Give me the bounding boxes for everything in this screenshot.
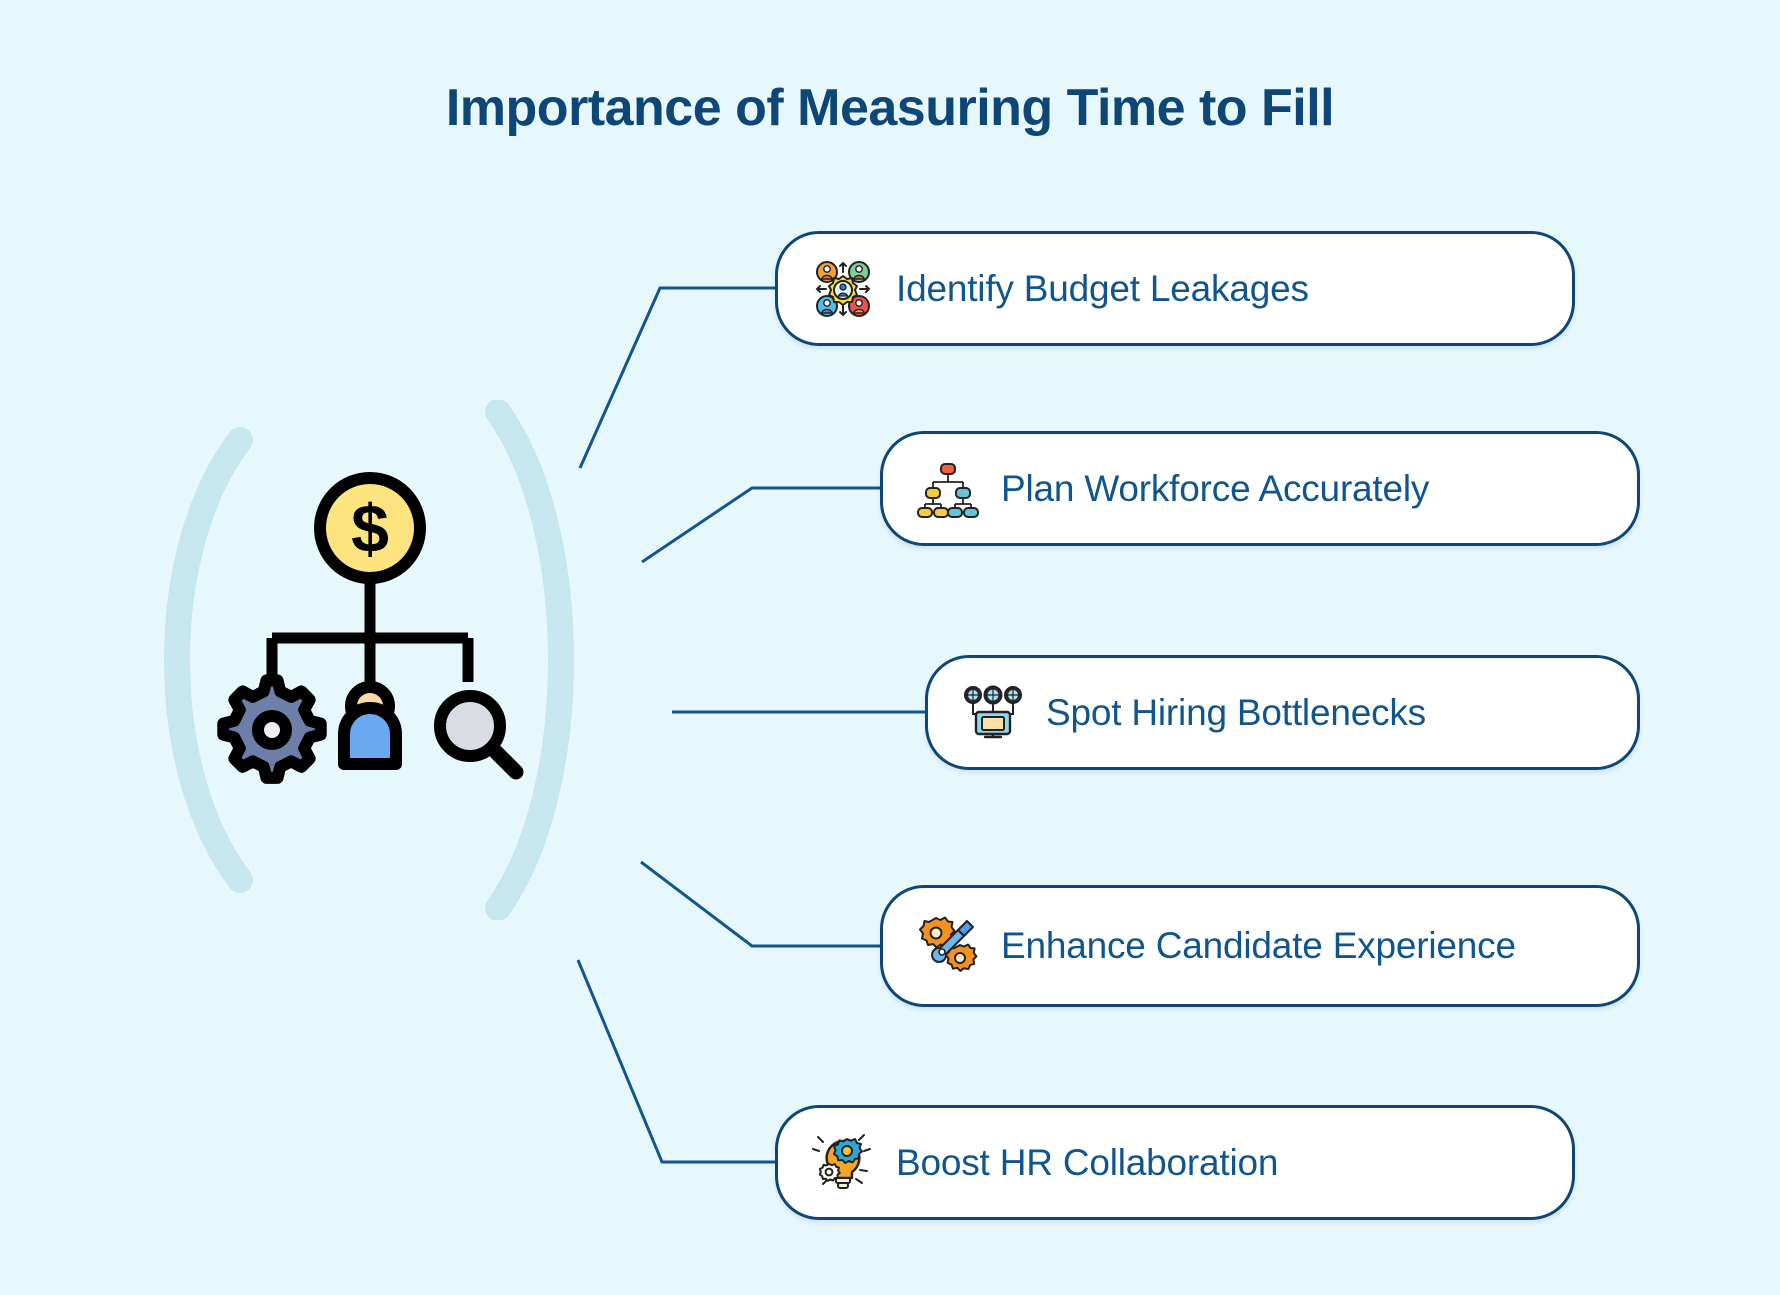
gear-icon bbox=[217, 674, 327, 784]
card-label: Boost HR Collaboration bbox=[896, 1141, 1279, 1183]
page-title: Importance of Measuring Time to Fill bbox=[445, 79, 1335, 137]
hero-graphic: $ bbox=[164, 400, 574, 920]
card-identify-budget-leakages[interactable]: Identify Budget Leakages bbox=[775, 231, 1575, 346]
person-icon bbox=[338, 681, 402, 770]
team-rotation-icon bbox=[812, 258, 874, 320]
svg-text:$: $ bbox=[351, 491, 389, 567]
dollar-coin-icon: $ bbox=[314, 472, 426, 584]
illustration-connectors bbox=[266, 578, 474, 682]
card-label: Spot Hiring Bottlenecks bbox=[1046, 691, 1426, 733]
card-label: Enhance Candidate Experience bbox=[1001, 925, 1516, 967]
org-chart-icon bbox=[917, 458, 979, 520]
central-illustration-group: $ bbox=[130, 400, 670, 920]
lightbulb-gears-icon bbox=[812, 1132, 874, 1194]
right-bracket-arc bbox=[485, 400, 574, 920]
card-spot-hiring-bottlenecks[interactable]: Spot Hiring Bottlenecks bbox=[925, 655, 1640, 770]
card-plan-workforce-accurately[interactable]: Plan Workforce Accurately bbox=[880, 431, 1640, 546]
card-label: Plan Workforce Accurately bbox=[1001, 467, 1430, 509]
left-bracket-arc bbox=[164, 427, 253, 893]
network-server-icon bbox=[962, 682, 1024, 744]
gear-wrench-icon bbox=[917, 915, 979, 977]
magnifier-icon bbox=[434, 690, 524, 780]
card-boost-hr-collaboration[interactable]: Boost HR Collaboration bbox=[775, 1105, 1575, 1220]
card-label: Identify Budget Leakages bbox=[896, 267, 1309, 309]
card-enhance-candidate-experience[interactable]: Enhance Candidate Experience bbox=[880, 885, 1640, 1007]
